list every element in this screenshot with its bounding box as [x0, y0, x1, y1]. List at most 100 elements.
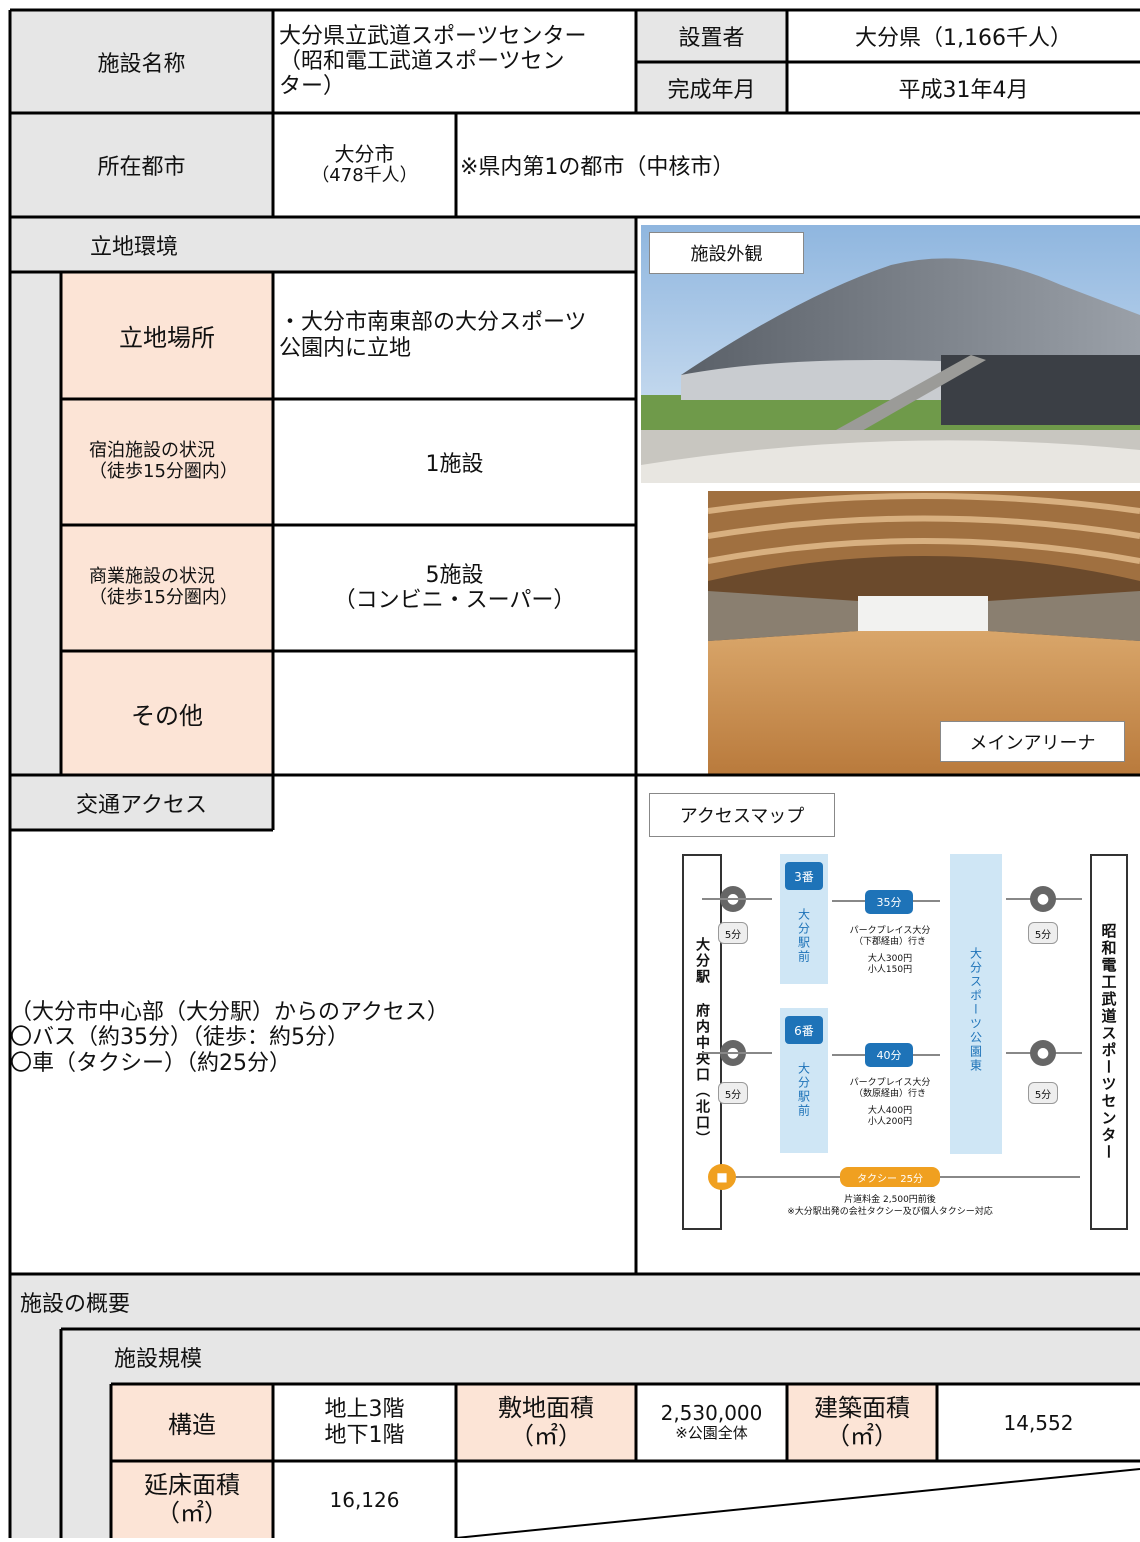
diagonal-line: [455, 1468, 1140, 1539]
overview-indent-bar: [10, 1329, 61, 1538]
map-walk-time-2: 5分: [718, 1082, 748, 1104]
overview-section-label: 施設の概要: [10, 1274, 1140, 1329]
arrow-icon: [702, 1052, 772, 1054]
scale-label: 施設規模: [61, 1329, 1140, 1384]
commercial-value-line1: 5施設: [425, 562, 484, 588]
site-area-value: 2,530,000 ※公園全体: [636, 1384, 787, 1461]
access-line3: 〇車（タクシー）（約25分）: [10, 1050, 291, 1076]
facility-name-line1: 大分県立武道スポーツセンター: [279, 23, 587, 49]
map-bus1-fare-child: 小人150円: [867, 965, 913, 976]
exterior-photo-label: 施設外観: [649, 232, 804, 274]
empty-cell-diagonal: [455, 1461, 1140, 1539]
taxi-icon: ■: [708, 1164, 736, 1190]
founder-label: 設置者: [636, 10, 787, 62]
arena-photo: [708, 491, 1140, 775]
map-bus2-fare-adult: 大人400円: [867, 1106, 913, 1116]
map-bus2-time: 40分: [865, 1043, 913, 1067]
walk-icon: ●: [1030, 886, 1056, 912]
commercial-value-line2: （コンビニ・スーパー）: [333, 588, 576, 613]
arena-photo-label: メインアリーナ: [940, 721, 1125, 762]
site-line2: 公園内に立地: [279, 335, 412, 361]
location-section-label: 立地環境: [10, 217, 636, 272]
structure-label: 構造: [111, 1384, 273, 1461]
commercial-label-line1: 商業施設の状況: [89, 566, 215, 588]
map-start-station: 大分駅 府内中央口（北口）: [682, 854, 722, 1230]
map-bus-stop1-num: 3番: [785, 862, 823, 890]
floor-area-label: 延床面積 （㎡）: [111, 1461, 273, 1538]
map-bus-stop1-name: 大分駅前: [796, 908, 811, 964]
structure-value: 地上3階 地下1階: [273, 1384, 456, 1461]
structure-line1: 地上3階: [324, 1397, 405, 1423]
access-line2: 〇バス（約35分）（徒歩：約5分）: [10, 1025, 349, 1051]
city-population: （478千人）: [311, 165, 418, 187]
access-section-label: 交通アクセス: [10, 775, 273, 830]
facility-name-line2: （昭和電工武道スポーツセン: [279, 48, 565, 74]
site-value: ・大分市南東部の大分スポーツ 公園内に立地: [273, 272, 636, 399]
map-bus-stop2-num: 6番: [785, 1016, 823, 1044]
lodging-label-line2: （徒歩15分圏内）: [89, 461, 238, 482]
floor-area-unit: （㎡）: [156, 1498, 228, 1527]
completion-value: 平成31年4月: [787, 62, 1140, 113]
map-walk-time-1: 5分: [718, 922, 748, 944]
facility-name-line3: ター）: [279, 74, 346, 100]
arena-photo-illustration: [708, 491, 1140, 775]
map-bus1-time: 35分: [865, 890, 913, 914]
map-taxi-info: 片道料金 2,500円前後 ※大分駅出発の会社タクシー及び個人タクシー対応: [760, 1190, 1020, 1224]
map-bus2-info: パークプレイス大分 （数原経由）行き 大人400円 小人200円: [835, 1072, 945, 1134]
facility-name-label: 施設名称: [10, 10, 273, 113]
commercial-label-line2: （徒歩15分圏内）: [89, 587, 238, 608]
site-area-number: 2,530,000: [660, 1401, 763, 1426]
map-taxi-note: ※大分駅出発の会社タクシー及び個人タクシー対応: [787, 1207, 993, 1217]
completion-label: 完成年月: [636, 62, 787, 113]
map-stop-name: 大分スポーツ公園東: [968, 947, 983, 1073]
site-area-label: 敷地面積 （㎡）: [456, 1384, 636, 1461]
map-taxi-time: タクシー 25分: [840, 1167, 940, 1187]
floor-area-label-text: 延床面積: [144, 1470, 240, 1499]
access-map-label: アクセスマップ: [649, 793, 835, 837]
map-walk-time-4: 5分: [1028, 1082, 1058, 1104]
facility-name-value: 大分県立武道スポーツセンター （昭和電工武道スポーツセン ター）: [273, 10, 636, 113]
floor-area-value: 16,126: [273, 1461, 456, 1538]
building-area-label: 建築面積 （㎡）: [787, 1384, 937, 1461]
map-bus1-route: パークプレイス大分: [849, 925, 931, 936]
lodging-label-line1: 宿泊施設の状況: [89, 440, 215, 462]
lodging-label: 宿泊施設の状況 （徒歩15分圏内）: [61, 399, 273, 525]
founder-value: 大分県（1,166千人）: [787, 10, 1140, 62]
map-bus1-route-sub: （下郡経由）行き: [853, 936, 926, 947]
arrow-icon: [702, 898, 772, 900]
access-line1: （大分市中心部（大分駅）からのアクセス）: [10, 1000, 449, 1025]
map-bus2-fare-child: 小人200円: [867, 1117, 913, 1128]
building-area-label-text: 建築面積: [814, 1393, 910, 1422]
site-area-unit: （㎡）: [510, 1421, 582, 1450]
commercial-value: 5施設 （コンビニ・スーパー）: [273, 525, 636, 651]
commercial-label: 商業施設の状況 （徒歩15分圏内）: [61, 525, 273, 651]
other-label: その他: [61, 651, 273, 775]
site-area-label-text: 敷地面積: [498, 1393, 594, 1422]
map-bus2-route: パークプレイス大分: [849, 1077, 931, 1088]
building-area-value: 14,552: [937, 1384, 1140, 1461]
map-bus1-fare-adult: 大人300円: [867, 954, 913, 964]
map-walk-time-3: 5分: [1028, 922, 1058, 944]
map-taxi-fare: 片道料金 2,500円前後: [844, 1195, 936, 1206]
location-indent-bar: [10, 272, 61, 775]
structure-line2: 地下1階: [324, 1422, 405, 1448]
walk-icon: ●: [1030, 1040, 1056, 1066]
city-name: 大分市: [334, 142, 395, 167]
site-label: 立地場所: [61, 272, 273, 399]
access-text: （大分市中心部（大分駅）からのアクセス） 〇バス（約35分）（徒歩：約5分） 〇…: [10, 1000, 630, 1110]
building-area-unit: （㎡）: [826, 1421, 898, 1450]
other-value: [273, 651, 636, 775]
city-label: 所在都市: [10, 113, 273, 217]
city-note: ※県内第1の都市（中核市）: [456, 113, 1140, 217]
access-map: 大分駅 府内中央口（北口） 3番 大分駅前 6番 大分駅前 ● 5分 ● 5分 …: [650, 850, 1135, 1235]
city-name-cell: 大分市 （478千人）: [273, 113, 456, 217]
lodging-value: 1施設: [273, 399, 636, 525]
map-bus1-info: パークプレイス大分 （下郡経由）行き 大人300円 小人150円: [835, 920, 945, 982]
site-line1: ・大分市南東部の大分スポーツ: [279, 310, 587, 336]
scale-indent-bar: [61, 1384, 111, 1538]
map-bus-stop2-name: 大分駅前: [796, 1062, 811, 1118]
map-bus2-route-sub: （数原経由）行き: [853, 1088, 926, 1099]
map-stop-box: [950, 854, 1002, 1154]
site-area-note: ※公園全体: [675, 1424, 748, 1443]
